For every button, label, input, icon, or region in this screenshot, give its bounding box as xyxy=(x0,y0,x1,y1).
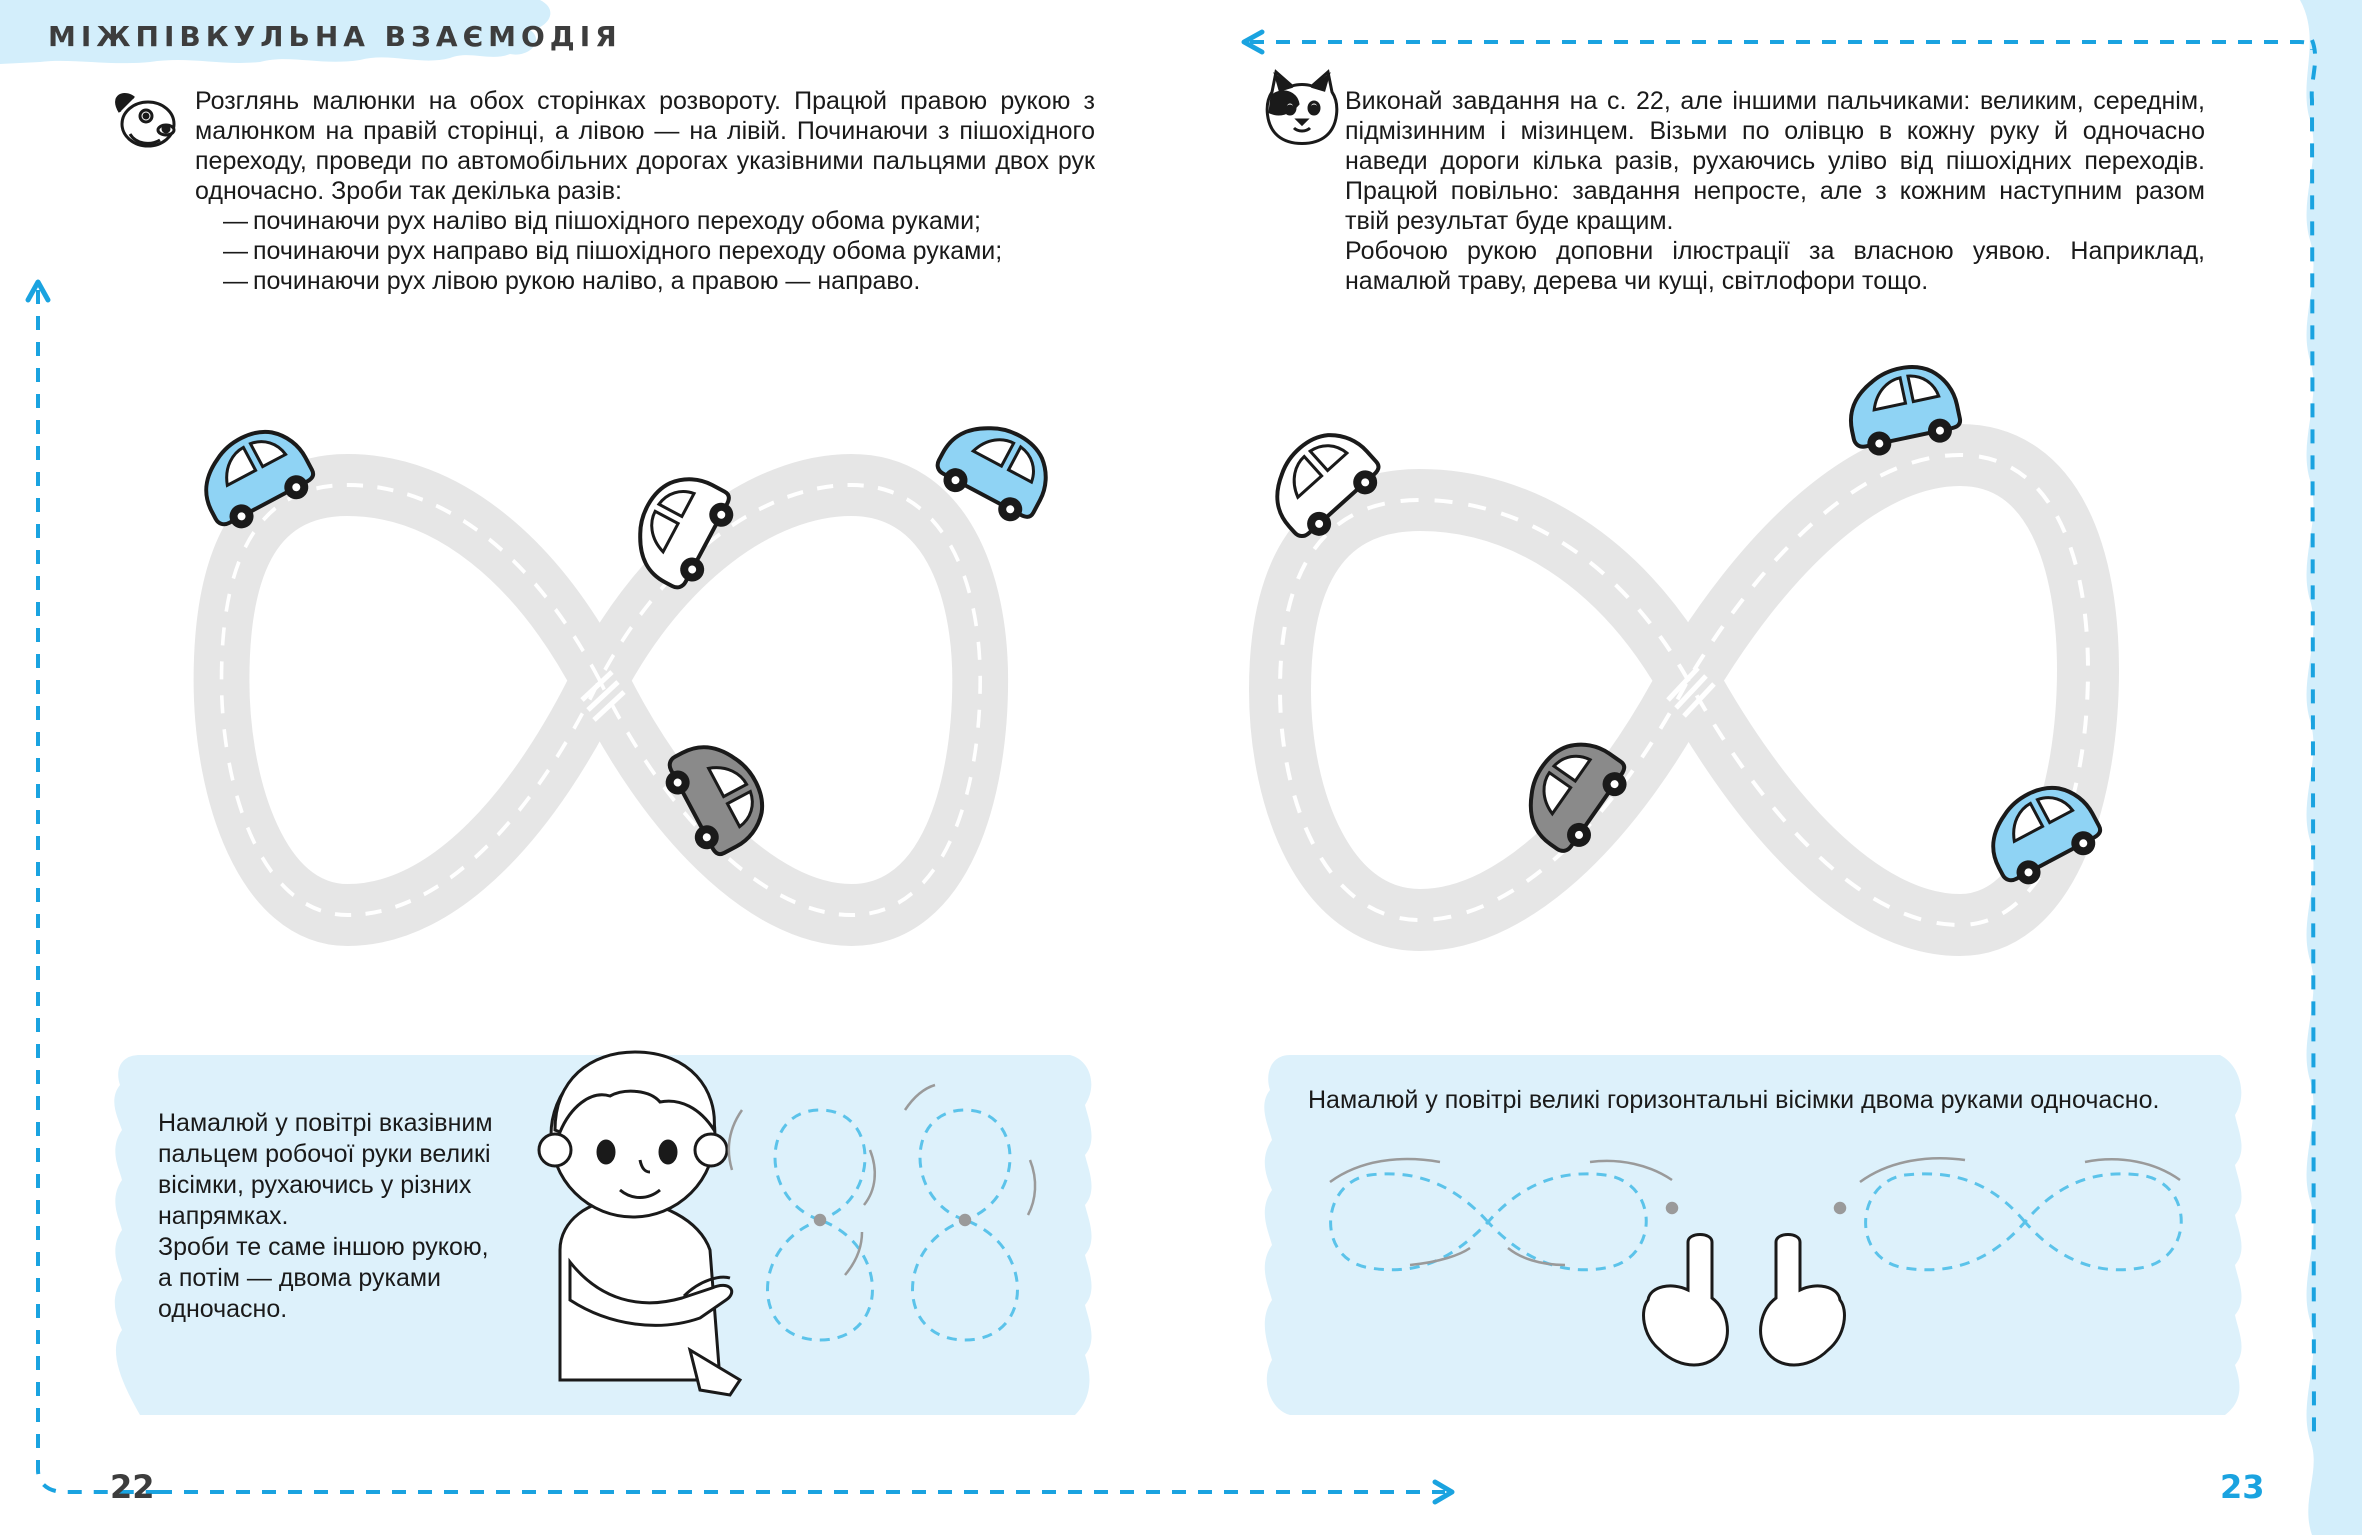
dog-icon xyxy=(115,93,176,148)
arrowheads xyxy=(25,29,1455,1505)
right-crosswalk xyxy=(1666,666,1716,718)
section-title: МІЖПІВКУЛЬНА ВЗАЄМОДІЯ xyxy=(48,20,622,53)
right-intro-text-1: Виконай завдання на с. 22, але іншими па… xyxy=(1345,87,2205,235)
left-intro-text: Розглянь малюнки на обох сторінках розво… xyxy=(195,87,1095,205)
direction-arrows xyxy=(727,1083,1037,1276)
right-intro-text-2: Робочою рукою доповни ілюстрації за влас… xyxy=(1345,237,2205,295)
right-road xyxy=(1248,423,2120,957)
pointing-hand-icon xyxy=(1642,1233,1846,1367)
left-bullet-list: починаючи рух наліво від пішохідного пер… xyxy=(195,206,1095,296)
left-panel-paragraph: Зроби те саме іншою рукою, а потім — дво… xyxy=(158,1233,489,1323)
header-cloud xyxy=(0,0,551,64)
left-panel-paragraph: Намалюй у повітрі вказівним пальцем робо… xyxy=(158,1109,493,1230)
right-panel-text: Намалюй у повітрі великі горизонтальні в… xyxy=(1308,1086,2160,1114)
bullet-item: починаючи рух наліво від пішохідного пер… xyxy=(195,206,1095,236)
right-cloud-border xyxy=(2300,0,2362,1535)
horizontal-direction-arrows xyxy=(1329,1157,2181,1267)
left-road xyxy=(193,453,1009,947)
right-panel xyxy=(1264,1055,2242,1415)
left-panel-text: Намалюй у повітрі вказівним пальцем робо… xyxy=(158,1108,508,1325)
horizontal-eights xyxy=(1329,1172,2183,1272)
left-instructions: Розглянь малюнки на обох сторінках розво… xyxy=(195,86,1095,296)
bullet-item: починаючи рух лівою рукою наліво, а прав… xyxy=(195,266,1095,296)
page-number-right: 23 xyxy=(2220,1468,2265,1506)
right-instructions: Виконай завдання на с. 22, але іншими па… xyxy=(1345,86,2205,296)
cat-icon xyxy=(1265,69,1339,145)
left-crosswalk xyxy=(580,670,626,722)
bullet-item: починаючи рух направо від пішохідного пе… xyxy=(195,236,1095,266)
page-number-left: 22 xyxy=(110,1468,155,1506)
page-border-arrows xyxy=(36,39,2318,1494)
boy-illustration xyxy=(537,1050,743,1397)
